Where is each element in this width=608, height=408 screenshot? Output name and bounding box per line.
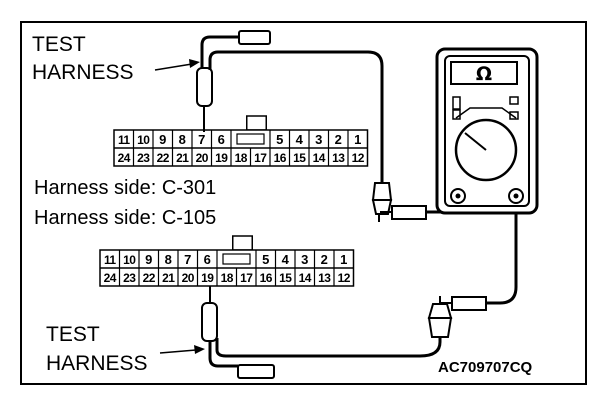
connector-c301-pin-8: 8 xyxy=(179,132,186,147)
leader-arrow-top xyxy=(154,59,200,71)
connector-c301-pin-7: 7 xyxy=(198,132,205,147)
connector-c105-key-tab xyxy=(232,235,253,251)
leader-arrow-bottom xyxy=(159,345,205,354)
connector-c301-pin-2: 2 xyxy=(335,132,342,147)
connector-c301-pin-18: 18 xyxy=(235,151,248,165)
diagram-frame xyxy=(20,21,587,385)
test-harness-top-line2: HARNESS xyxy=(32,61,134,84)
figure-code: AC709707CQ xyxy=(438,359,533,376)
connector-c105-pin-23: 23 xyxy=(123,271,136,285)
connector-c105-pin-16: 16 xyxy=(260,271,273,285)
connector-c105-pin-22: 22 xyxy=(143,271,156,285)
meter-lead-bottom xyxy=(440,196,518,311)
connector-c301-pin-4: 4 xyxy=(296,132,304,147)
connector-c301-pin-16: 16 xyxy=(274,151,287,165)
connector-c301-pin-24: 24 xyxy=(118,151,131,165)
test-probe-icon-bottom xyxy=(201,302,218,342)
connector-c105-pin-14: 14 xyxy=(299,271,312,285)
connector-c301-key-slot xyxy=(236,133,265,145)
connector-c301-pin-10: 10 xyxy=(137,133,150,147)
test-probe-icon xyxy=(196,67,213,132)
connector-c301-pin-23: 23 xyxy=(137,151,150,165)
connector-c105-pin-6: 6 xyxy=(204,252,211,267)
connector-c301-pin-6: 6 xyxy=(218,132,225,147)
connector-c105-pin-21: 21 xyxy=(162,271,175,285)
connector-c105-pin-8: 8 xyxy=(165,252,172,267)
connector-c105-pin-4: 4 xyxy=(282,252,290,267)
connector-c301-pin-9: 9 xyxy=(159,132,166,147)
connector-c105-pin-5: 5 xyxy=(262,252,269,267)
connector-c105-pin-24: 24 xyxy=(104,271,117,285)
test-harness-bottom-line1: TEST xyxy=(46,323,100,346)
connector-c105-pin-3: 3 xyxy=(301,252,308,267)
connector-c105-pin-2: 2 xyxy=(321,252,328,267)
test-harness-top-line1: TEST xyxy=(32,33,86,56)
connector-c301-pin-5: 5 xyxy=(276,132,283,147)
connector-c301-pin-19: 19 xyxy=(215,151,228,165)
connector-c301-pin-21: 21 xyxy=(176,151,189,165)
connector-c301-pin-14: 14 xyxy=(313,151,326,165)
ohm-symbol: Ω xyxy=(476,63,492,85)
harness-plug-bottom xyxy=(237,364,275,379)
test-harness-bottom xyxy=(201,196,518,379)
connector-c105-pin-7: 7 xyxy=(184,252,191,267)
connector-c105-pin-13: 13 xyxy=(318,271,331,285)
ohmmeter-icon: Ω xyxy=(435,47,539,215)
alligator-clip-bottom-icon xyxy=(427,296,453,338)
test-harness-top xyxy=(196,30,460,222)
alligator-clip-icon xyxy=(371,182,393,222)
connector-c105-pin-20: 20 xyxy=(182,271,195,285)
connector-c301-pin-17: 17 xyxy=(254,151,267,165)
connector-c105-pin-17: 17 xyxy=(240,271,253,285)
connector-c105-key-slot xyxy=(222,253,251,265)
connector-c301-pin-11: 11 xyxy=(118,133,130,147)
connector-c105-pin-18: 18 xyxy=(221,271,234,285)
harness-side-c301: Harness side: C-301 xyxy=(34,177,216,199)
connector-c105-pin-12: 12 xyxy=(338,271,351,285)
connector-c105-pin-15: 15 xyxy=(279,271,292,285)
connector-c301-pin-12: 12 xyxy=(352,151,365,165)
connector-c301-key-tab xyxy=(246,115,267,131)
harness-side-c105: Harness side: C-105 xyxy=(34,207,216,229)
test-harness-bottom-line2: HARNESS xyxy=(46,352,148,375)
connector-c301-pin-1: 1 xyxy=(354,132,361,147)
connector-c105-pin-1: 1 xyxy=(340,252,347,267)
meter-display xyxy=(450,61,518,85)
connector-c105-pin-11: 11 xyxy=(104,253,116,267)
connector-c301-pin-22: 22 xyxy=(157,151,170,165)
connector-c301-pin-15: 15 xyxy=(293,151,306,165)
harness-plug-top xyxy=(238,30,271,45)
connector-c301-pin-3: 3 xyxy=(315,132,322,147)
connector-c105-pin-10: 10 xyxy=(123,253,136,267)
connector-c105-pin-9: 9 xyxy=(145,252,152,267)
connector-c301-pin-20: 20 xyxy=(196,151,209,165)
connector-c301-pin-13: 13 xyxy=(332,151,345,165)
connector-c105-pin-19: 19 xyxy=(201,271,214,285)
